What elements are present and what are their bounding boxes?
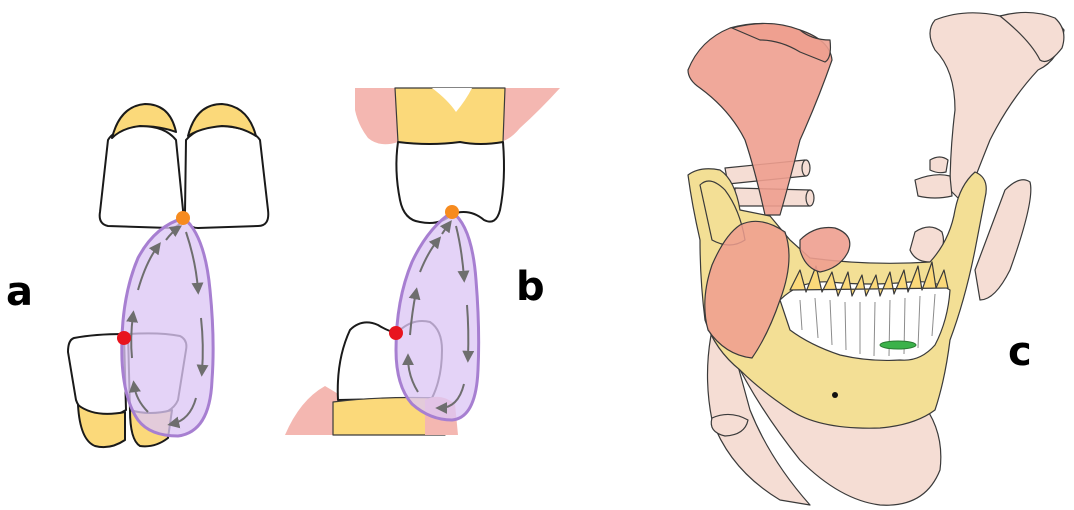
mental-foramen-dot-c (832, 392, 838, 398)
panel-label-c: c (1008, 329, 1032, 375)
lower-contact-point-a (117, 331, 131, 345)
panel-label-b: b (516, 264, 545, 310)
panel-label-a: a (6, 269, 33, 315)
chewing-cycle-b (389, 205, 479, 420)
chewing-cycle-a (117, 211, 213, 436)
panel-b: b (285, 88, 560, 435)
highlighted-tooth-c (880, 341, 916, 349)
panel-c: c (688, 12, 1064, 505)
upper-incisors-a (100, 104, 269, 228)
upper-molar-b (355, 88, 560, 223)
upper-contact-point-b (445, 205, 459, 219)
lower-contact-point-b (389, 326, 403, 340)
panel-a: a (6, 104, 268, 447)
upper-contact-point-a (176, 211, 190, 225)
